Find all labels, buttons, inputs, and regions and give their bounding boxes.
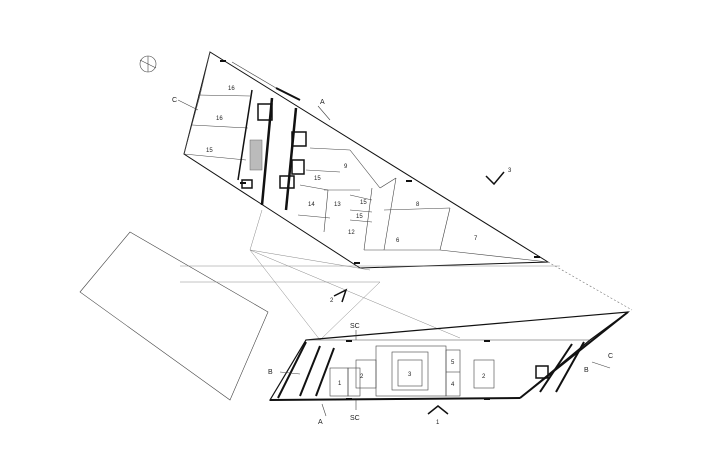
section-mark-b: B xyxy=(268,369,273,376)
room-label-15: 15 xyxy=(314,176,321,182)
site-outline-rectangle xyxy=(79,231,269,401)
room-label-12: 12 xyxy=(348,230,355,236)
section-mark-a: A xyxy=(320,99,325,106)
upper-building xyxy=(183,51,550,269)
room-label-4: 4 xyxy=(451,382,455,388)
section-mark-b: B xyxy=(584,367,589,374)
view-number-1: 1 xyxy=(436,420,440,426)
section-lines xyxy=(177,99,611,417)
view-number-3: 3 xyxy=(508,168,512,174)
north-arrow-icon xyxy=(139,55,157,73)
section-mark-c: C xyxy=(608,353,613,360)
section-mark-sc: SC xyxy=(350,415,360,422)
section-mark-sc: SC xyxy=(350,323,360,330)
room-label-16: 16 xyxy=(216,116,223,122)
view-marker-2-icon xyxy=(333,288,348,303)
room-label-15: 15 xyxy=(360,200,367,206)
view-marker-1-icon xyxy=(427,405,449,415)
room-label-3: 3 xyxy=(408,372,412,378)
room-label-16: 16 xyxy=(228,86,235,92)
room-label-1: 1 xyxy=(338,381,342,387)
room-label-2: 2 xyxy=(482,374,486,380)
room-label-8: 8 xyxy=(416,202,420,208)
room-label-5: 5 xyxy=(451,360,455,366)
room-label-9: 9 xyxy=(344,164,348,170)
room-label-7: 7 xyxy=(474,236,478,242)
section-mark-a: A xyxy=(318,419,323,426)
view-number-2: 2 xyxy=(330,298,334,304)
room-label-2: 2 xyxy=(360,374,364,380)
view-marker-3-icon xyxy=(485,171,505,186)
site-lines xyxy=(180,209,633,341)
section-mark-c: C xyxy=(172,97,177,104)
room-label-6: 6 xyxy=(396,238,400,244)
room-label-15: 15 xyxy=(356,214,363,220)
lower-building xyxy=(268,311,631,401)
room-label-13: 13 xyxy=(334,202,341,208)
room-label-15: 15 xyxy=(206,148,213,154)
room-label-14: 14 xyxy=(308,202,315,208)
